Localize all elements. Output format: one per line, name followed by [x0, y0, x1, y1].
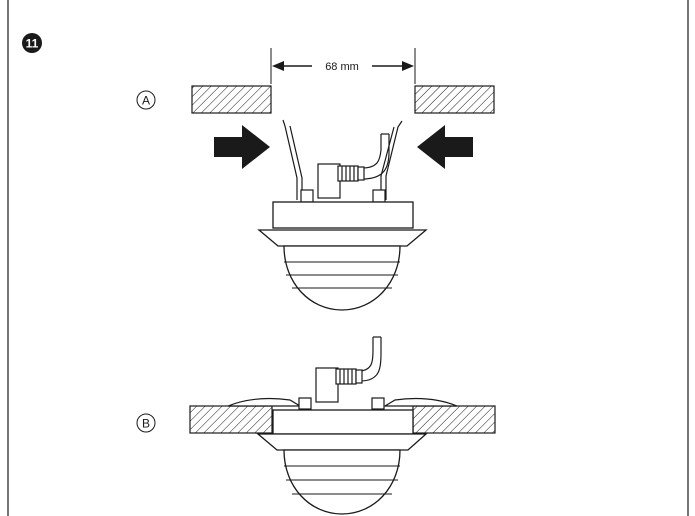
sensor-flange-b: [256, 433, 428, 451]
spring-clip-left-a: [282, 119, 303, 200]
spring-clip-right-a: [380, 120, 403, 200]
ceiling-panel-right-a: [414, 85, 495, 114]
step-number-badge: 11: [22, 33, 42, 53]
push-arrow-left-icon: [214, 125, 270, 169]
sensor-dome-a: [283, 245, 401, 311]
page-frame: [7, 0, 689, 516]
svg-text:A: A: [142, 94, 150, 108]
view-b-label: B: [136, 413, 156, 433]
dimension-label: 68 mm: [325, 61, 359, 73]
cable-a: [361, 133, 390, 180]
spring-clip-right-b: [382, 397, 458, 407]
step-number: 11: [26, 37, 39, 51]
ceiling-panel-left-a: [191, 85, 272, 114]
connector-b: [298, 367, 385, 410]
connector-a: [300, 163, 386, 203]
dimension-line: 68 mm: [270, 48, 416, 84]
ceiling-panel-left-b: [189, 405, 273, 434]
push-arrow-right-icon: [417, 125, 473, 169]
sensor-housing-b: [272, 409, 414, 435]
sensor-housing-a: [272, 201, 414, 229]
ceiling-panel-right-b: [412, 405, 496, 434]
view-a: A: [136, 85, 495, 311]
spring-clip-left-b: [227, 397, 303, 407]
sensor-dome-b: [283, 449, 401, 515]
sensor-flange-a: [257, 229, 428, 247]
svg-text:B: B: [142, 417, 150, 431]
view-a-label: A: [136, 90, 156, 110]
cable-b: [359, 336, 382, 382]
view-b: B: [136, 336, 496, 515]
